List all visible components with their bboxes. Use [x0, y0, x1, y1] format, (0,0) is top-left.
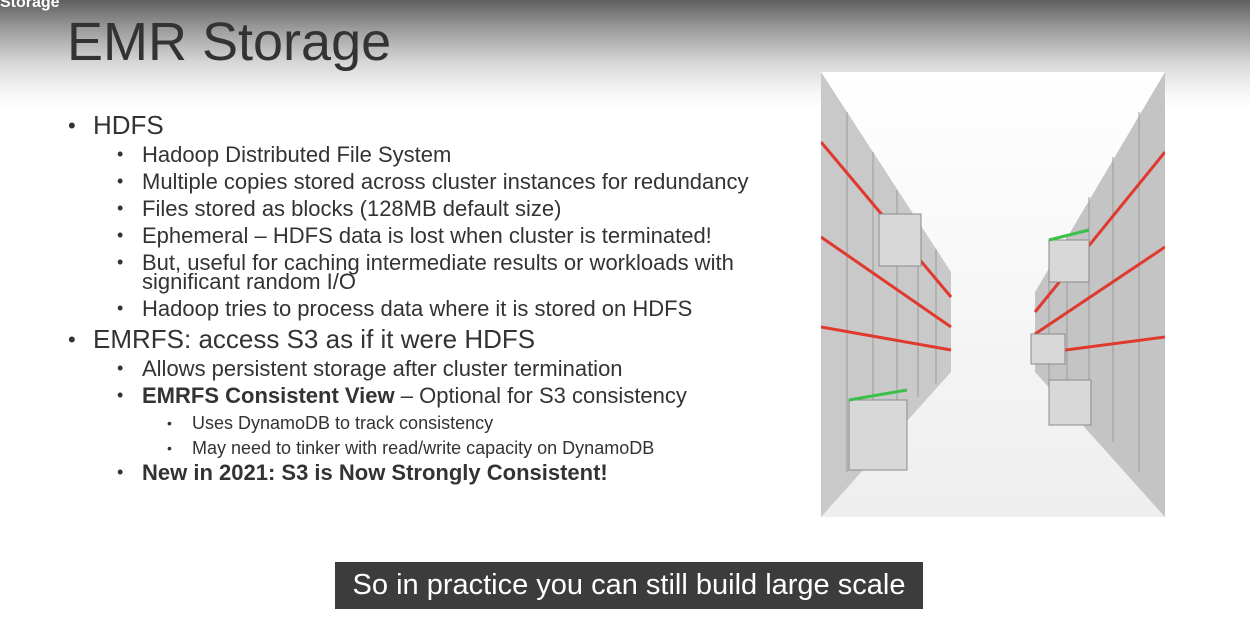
sub-bullet: •Ephemeral – HDFS data is lost when clus… [117, 223, 712, 248]
sub-bullet: •But, useful for caching intermediate re… [117, 250, 734, 294]
filing-cabinets-photo [821, 72, 1165, 517]
sub-bullet: •Multiple copies stored across cluster i… [117, 169, 749, 194]
slide-title: EMR Storage [67, 12, 392, 72]
sub-bullet: •Files stored as blocks (128MB default s… [117, 196, 562, 221]
sub-bullet: •New in 2021: S3 is Now Strongly Consist… [117, 460, 608, 485]
sub-bullet: •EMRFS Consistent View – Optional for S3… [117, 383, 687, 408]
sub-bullet: •Hadoop tries to process data where it i… [117, 296, 693, 321]
bullet-hdfs: •HDFS [68, 110, 164, 140]
sub-bullet: •Allows persistent storage after cluster… [117, 356, 623, 381]
sub-bullet: •Hadoop Distributed File System [117, 142, 452, 167]
slide-tab-label: Storage [0, 0, 60, 11]
sub-sub-bullet: •May need to tinker with read/write capa… [167, 438, 655, 458]
slide-content: •HDFS •Hadoop Distributed File System •M… [68, 112, 808, 490]
video-caption: So in practice you can still build large… [335, 562, 923, 609]
sub-sub-bullet: •Uses DynamoDB to track consistency [167, 413, 494, 433]
bullet-emrfs: •EMRFS: access S3 as if it were HDFS [68, 324, 536, 354]
